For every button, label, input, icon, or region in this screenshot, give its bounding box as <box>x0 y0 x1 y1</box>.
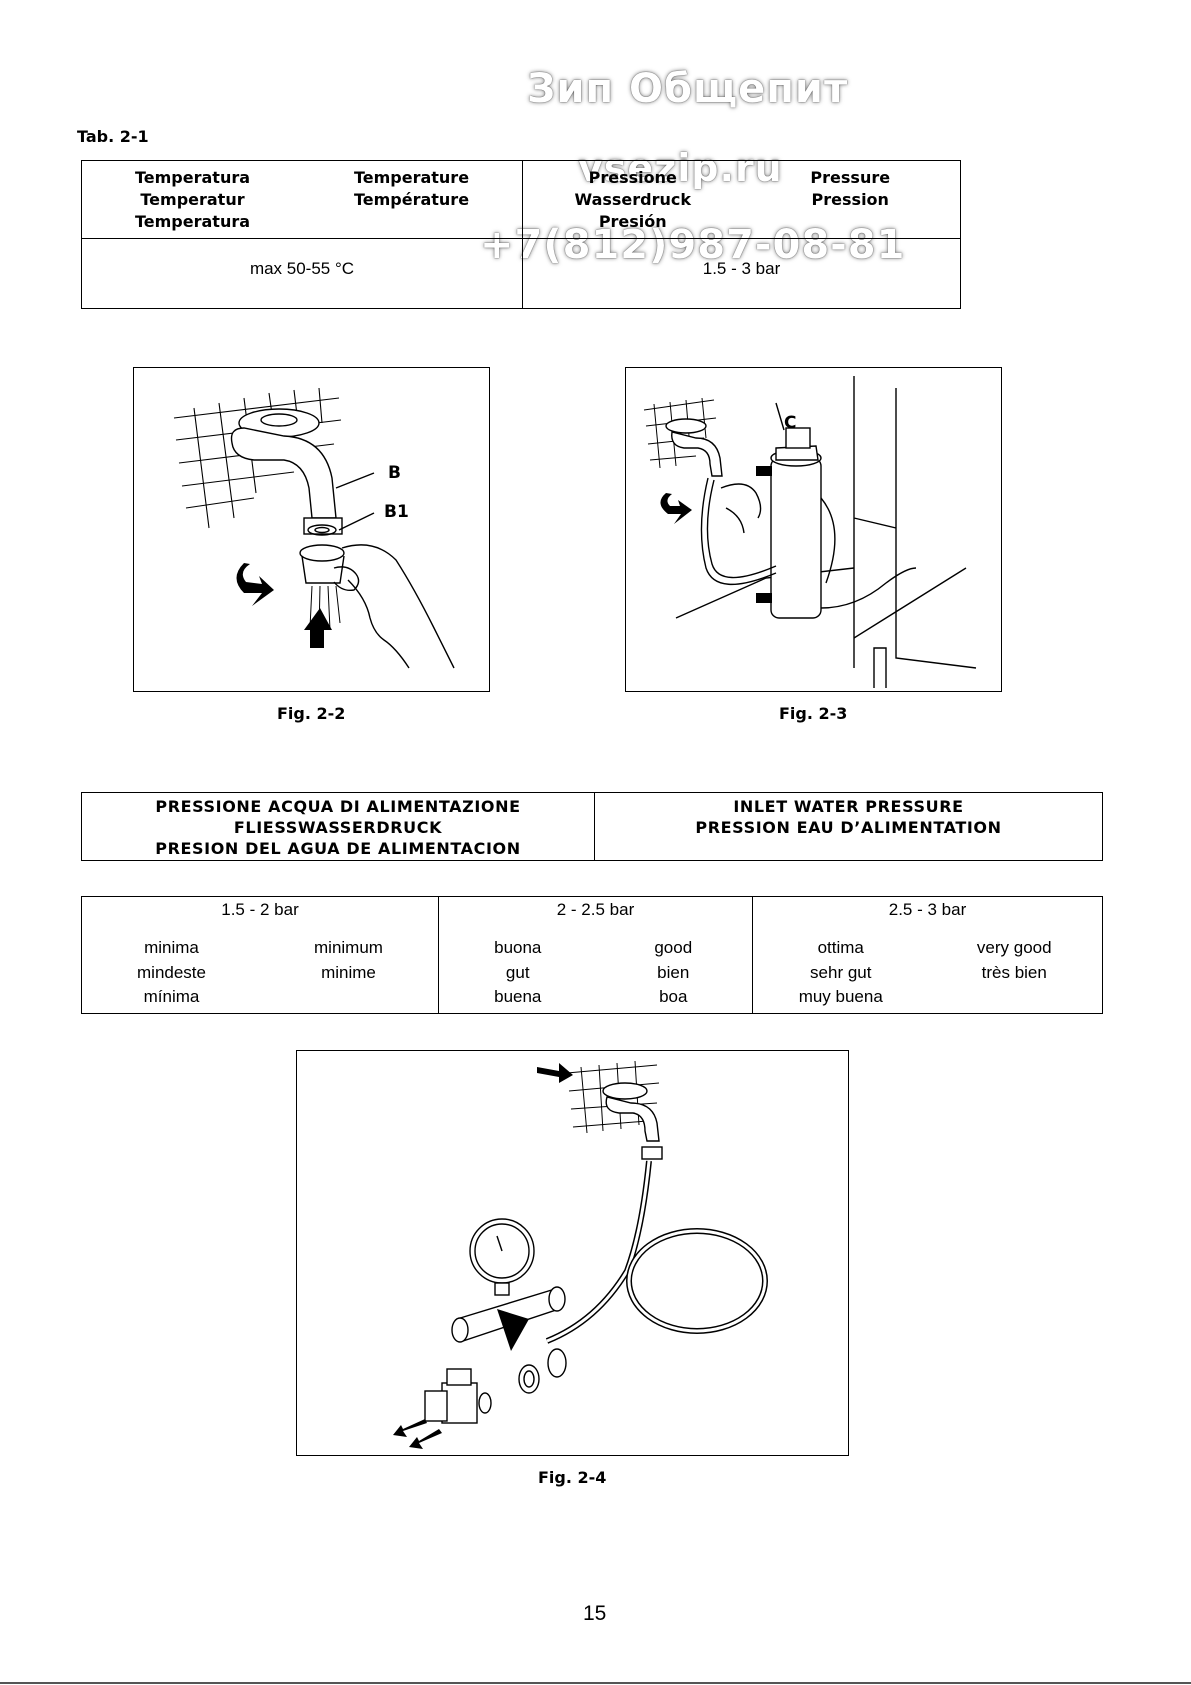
pressure-range: 2 - 2.5 bar <box>556 900 635 919</box>
softener-tank <box>770 457 822 619</box>
header-text: Presión <box>598 212 667 231</box>
quality-term: gut <box>505 962 530 982</box>
pressure-title-right: INLET WATER PRESSURE PRESSION EAU D’ALIM… <box>594 792 1103 861</box>
callout-b1: B1 <box>384 502 409 522</box>
quality-term: good <box>654 938 693 957</box>
water-softener-illustration <box>643 376 977 688</box>
header-text: Temperatur <box>140 190 245 209</box>
faucet-handle <box>665 418 707 434</box>
quality-term <box>928 985 1102 1010</box>
quality-term: minime <box>321 962 376 982</box>
pressure-quality-table: 1.5 - 2 bar minima minimum mindeste mini… <box>81 896 1103 1014</box>
header-text: Temperature <box>353 168 470 187</box>
hose-inlet <box>700 477 777 585</box>
quality-term: ottima <box>817 938 864 957</box>
callout-c: C <box>784 413 797 433</box>
watermark-company: Зип Общепит <box>527 66 849 112</box>
solenoid-valve <box>441 1382 478 1424</box>
outflow-arrow-icon <box>409 1429 442 1449</box>
title-line: PRESION DEL AGUA DE ALIMENTACION <box>155 839 521 858</box>
pressure-header-cell: Pressione Pressure Wasserdruck Pression … <box>522 160 961 239</box>
callout-line-b <box>335 472 375 489</box>
valve-knob <box>756 466 772 476</box>
callout-line-b1 <box>338 512 375 531</box>
header-text: Temperatura <box>134 212 251 231</box>
header-text: Température <box>353 190 470 209</box>
page-bottom-border <box>0 1682 1191 1684</box>
outflow-arrow-icon <box>393 1419 427 1437</box>
header-text: Pression <box>811 190 889 209</box>
down-arrow-icon <box>497 1309 529 1351</box>
table-label: Tab. 2-1 <box>77 127 149 146</box>
hand-outline <box>341 544 455 669</box>
pressure-title-left: PRESSIONE ACQUA DI ALIMENTAZIONE FLIESSW… <box>81 792 595 861</box>
pressure-range-column: 1.5 - 2 bar minima minimum mindeste mini… <box>82 897 439 1014</box>
figure-2-4-caption: Fig. 2-4 <box>538 1468 607 1487</box>
quality-term: mínima <box>143 987 200 1006</box>
pressure-range-column: 2 - 2.5 bar buona good gut bien buena bo… <box>438 896 753 1013</box>
figure-2-3-caption: Fig. 2-3 <box>779 704 848 723</box>
header-text: Pressione <box>588 168 677 187</box>
pressure-range: 2.5 - 3 bar <box>888 900 967 919</box>
figure-2-3: C <box>625 367 1002 692</box>
page-number: 15 <box>583 1602 607 1625</box>
temperature-pressure-table: Temperatura Temperature Temperatur Tempé… <box>81 160 961 309</box>
faucet-filter-illustration <box>173 387 455 669</box>
pressure-gauge-illustration <box>393 1060 768 1449</box>
faucet-nut <box>303 517 343 535</box>
quality-term: minimum <box>314 938 383 957</box>
faucet-body <box>605 1096 660 1142</box>
pressure-range: 1.5 - 2 bar <box>221 900 299 919</box>
valve-knob <box>756 593 772 603</box>
up-arrow-icon <box>304 608 332 648</box>
title-line: PRESSIONE ACQUA DI ALIMENTAZIONE <box>155 797 521 816</box>
hose-outlet <box>820 567 917 609</box>
faucet-body <box>230 427 337 519</box>
rotate-arrow-icon <box>236 563 274 606</box>
pressure-range-column: 2.5 - 3 bar ottima very good sehr gut tr… <box>752 896 1103 1013</box>
inlet-water-pressure-header: PRESSIONE ACQUA DI ALIMENTAZIONE FLIESSW… <box>81 792 1103 861</box>
quality-term: buona <box>494 938 542 957</box>
rotate-arrow-icon <box>660 493 692 524</box>
quality-term: bien <box>657 962 690 982</box>
machine-cabinet <box>853 376 977 669</box>
hand-outline <box>720 483 762 534</box>
figure-2-4 <box>296 1050 849 1456</box>
title-line: INLET WATER PRESSURE <box>733 797 964 816</box>
quality-term: sehr gut <box>810 962 872 982</box>
quality-term: muy buena <box>798 987 883 1006</box>
header-text: Temperatura <box>134 168 251 187</box>
title-line: FLIESSWASSERDRUCK <box>233 818 443 837</box>
figure-2-2-caption: Fig. 2-2 <box>277 704 346 723</box>
quality-term: mindeste <box>137 962 206 982</box>
inflow-arrow-icon <box>537 1063 573 1083</box>
quality-term <box>260 985 437 1010</box>
temperature-header-cell: Temperatura Temperature Temperatur Tempé… <box>81 160 523 239</box>
header-text: Wasserdruck <box>574 190 692 209</box>
quality-term: très bien <box>981 962 1047 982</box>
title-line: PRESSION EAU D’ALIMENTATION <box>695 818 1002 837</box>
callout-b: B <box>388 463 401 483</box>
quality-term: boa <box>659 987 688 1006</box>
quality-term: buena <box>494 987 542 1006</box>
faucet-body <box>671 431 723 477</box>
faucet-handle <box>602 1082 648 1100</box>
pressure-value: 1.5 - 3 bar <box>522 238 961 309</box>
gasket <box>518 1364 540 1394</box>
header-text: Pressure <box>810 168 891 187</box>
filter-ring <box>299 544 345 562</box>
temperature-value: max 50-55 °C <box>81 238 523 309</box>
quality-term: very good <box>976 938 1052 957</box>
callout-line-c <box>775 402 785 431</box>
figure-2-2: B B1 <box>133 367 490 692</box>
quality-term: minima <box>144 938 199 957</box>
